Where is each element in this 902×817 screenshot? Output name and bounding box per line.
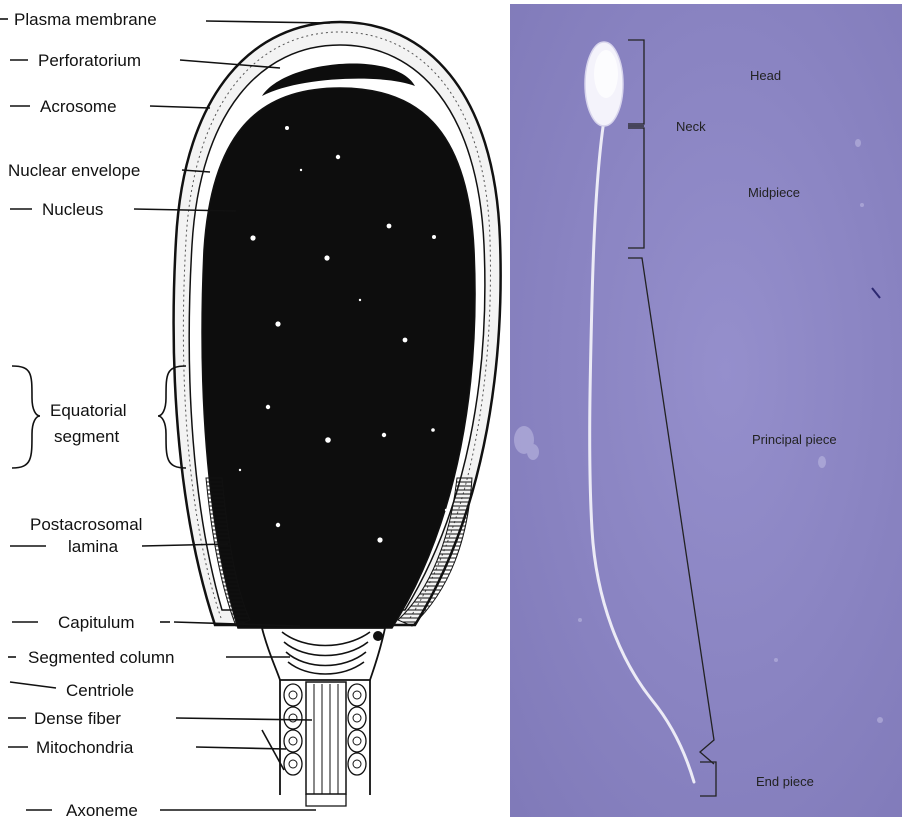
label-centriole: Centriole — [66, 681, 134, 700]
label-plasma-membrane: Plasma membrane — [14, 10, 157, 29]
label-segment: segment — [54, 427, 119, 446]
label-mitochondria: Mitochondria — [36, 738, 134, 757]
sperm-head-diagram: Plasma membrane Perforatorium Acrosome N… — [0, 0, 510, 817]
sperm-micrograph: Head Neck Midpiece Principal piece End p… — [510, 4, 902, 817]
label-axoneme: Axoneme — [66, 801, 138, 817]
label-neck: Neck — [676, 119, 706, 134]
label-head: Head — [750, 68, 781, 83]
neck-region — [262, 628, 385, 680]
label-postacrosomal: Postacrosomal — [30, 515, 142, 534]
label-perforatorium: Perforatorium — [38, 51, 141, 70]
label-acrosome: Acrosome — [40, 97, 117, 116]
label-nuclear-envelope: Nuclear envelope — [8, 161, 140, 180]
label-segmented-column: Segmented column — [28, 648, 174, 667]
label-nucleus: Nucleus — [42, 200, 103, 219]
label-principal-piece: Principal piece — [752, 432, 837, 447]
label-equatorial: Equatorial — [50, 401, 127, 420]
label-dense-fiber: Dense fiber — [34, 709, 121, 728]
label-midpiece: Midpiece — [748, 185, 800, 200]
label-lamina: lamina — [68, 537, 119, 556]
micrograph-background — [510, 4, 902, 817]
label-end-piece: End piece — [756, 774, 814, 789]
label-capitulum: Capitulum — [58, 613, 135, 632]
